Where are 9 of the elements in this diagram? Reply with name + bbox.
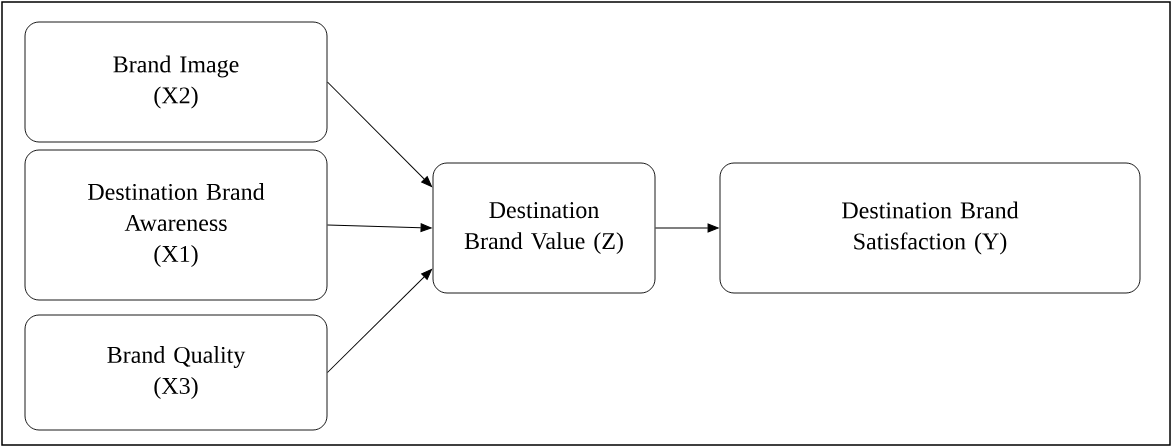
arrow: [654, 223, 719, 233]
process-box: Brand Quality (X3): [24, 314, 328, 431]
arrow: [326, 223, 432, 233]
process-box: Destination Brand Satisfaction (Y): [719, 162, 1141, 294]
process-box: Destination Brand Value (Z): [432, 162, 656, 294]
process-box: Destination Brand Awareness (X1): [24, 149, 328, 301]
process-box: Brand Image (X2): [24, 21, 328, 143]
arrow: [326, 269, 433, 373]
arrow: [326, 81, 433, 187]
